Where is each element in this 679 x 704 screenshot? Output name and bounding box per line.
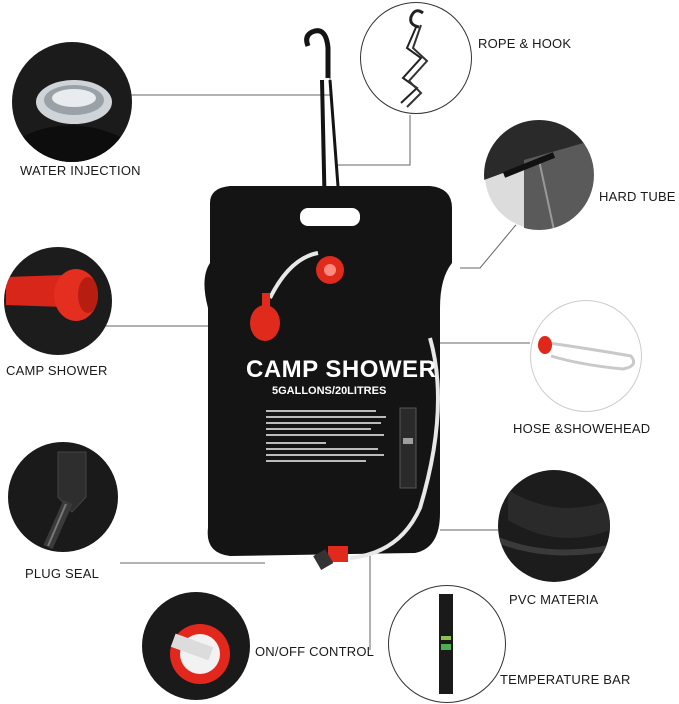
- valve: [328, 546, 348, 562]
- bag-title: CAMP SHOWER: [246, 356, 437, 383]
- bag-handle: [300, 208, 360, 226]
- shower-bag: [204, 28, 452, 571]
- plug-seal-photo: [8, 442, 118, 552]
- label-hard-tube: HARD TUBE: [599, 189, 676, 204]
- pvc-material-photo: [498, 470, 610, 582]
- hook-icon: [304, 28, 331, 78]
- label-temperature-bar: TEMPERATURE BAR: [500, 672, 631, 687]
- water-injection-photo: [12, 42, 132, 162]
- shower-head: [250, 305, 280, 341]
- temperature-bar-photo: [388, 585, 506, 703]
- bag-capacity: 5GALLONS/20LITRES: [272, 385, 387, 397]
- label-water-injection: WATER INJECTION: [20, 163, 141, 178]
- label-pvc-materia: PVC MATERIA: [509, 592, 599, 607]
- hose: [268, 251, 319, 299]
- label-plug-seal: PLUG SEAL: [25, 566, 100, 581]
- connector-hard-tube: [460, 219, 521, 269]
- bag-body: [204, 186, 452, 556]
- label-on-off-control: ON/OFF CONTROL: [255, 644, 375, 659]
- connector-rope-hook: [335, 115, 411, 166]
- label-hose-showerhead: HOSE &SHOWEHEAD: [513, 421, 651, 436]
- temp-strip: [399, 407, 417, 489]
- on-off-control-photo: [142, 592, 250, 700]
- label-rope-hook: ROPE & HOOK: [478, 36, 572, 51]
- hard-tube-photo: [484, 120, 594, 230]
- rope-hook-photo: [360, 2, 472, 114]
- label-camp-shower: CAMP SHOWER: [6, 363, 108, 378]
- camp-shower-photo: [4, 247, 112, 355]
- hose-showerhead-photo: [530, 300, 642, 412]
